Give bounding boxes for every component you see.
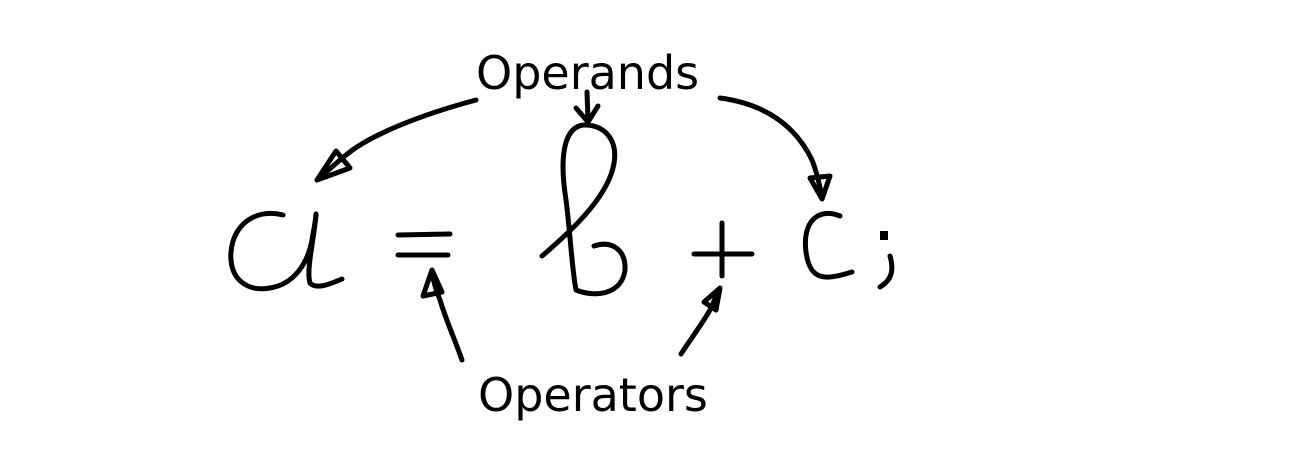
arrow-operators-to-plus xyxy=(678,285,723,357)
operand-b xyxy=(539,122,628,297)
operand-c xyxy=(802,210,855,280)
operands-label: Operands xyxy=(476,46,700,100)
arrow-operands-to-c xyxy=(717,95,833,202)
operand-a xyxy=(228,211,345,292)
arrow-operands-to-a xyxy=(314,97,479,183)
arrow-operands-to-b xyxy=(573,89,601,125)
operator-equals xyxy=(395,231,453,258)
operator-plus xyxy=(691,220,755,279)
operators-label: Operators xyxy=(478,368,708,422)
arrow-operators-to-equals xyxy=(420,267,465,363)
semicolon xyxy=(877,231,895,290)
